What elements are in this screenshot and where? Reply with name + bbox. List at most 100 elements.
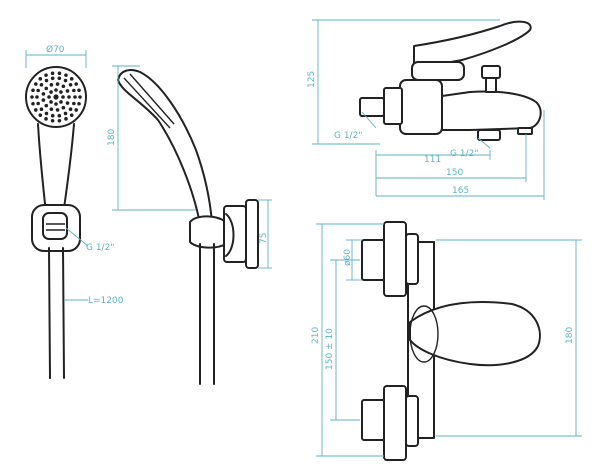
- nozzle-hole: [63, 78, 68, 83]
- top-joint: [405, 233, 419, 285]
- mixer-body: [399, 79, 443, 135]
- nozzle-hole: [61, 95, 65, 99]
- nozzle-hole: [44, 86, 49, 91]
- nozzle-hole: [78, 95, 82, 99]
- nozzle-hole: [50, 71, 55, 76]
- width-111-label: 111: [424, 155, 441, 165]
- nozzle-hole: [44, 78, 49, 83]
- mixer-lever: [413, 20, 532, 65]
- nozzle-hole: [44, 117, 48, 121]
- bottom-pipe: [361, 399, 387, 441]
- nozzle-hole: [53, 94, 59, 100]
- nozzle-hole: [57, 76, 62, 81]
- nozzle-hole: [54, 88, 58, 92]
- shower-outlet: [477, 129, 501, 141]
- nozzle-hole: [34, 108, 38, 112]
- bottom-joint: [405, 395, 419, 447]
- nozzle-hole: [73, 95, 77, 99]
- diverter-stem: [485, 77, 497, 93]
- nozzle-hole: [57, 118, 62, 123]
- handshower-side-view: 180 75: [107, 65, 272, 385]
- nozzle-hole: [74, 108, 78, 112]
- nozzle-hole: [61, 84, 66, 89]
- wall-plate: [245, 199, 259, 269]
- nozzle-hole: [50, 113, 55, 118]
- nozzle-hole: [38, 113, 43, 117]
- nozzle-hole: [49, 83, 54, 87]
- nozzle-hole: [64, 117, 68, 121]
- nozzle-hole: [65, 101, 70, 105]
- nozzle-hole: [77, 88, 81, 93]
- nozzle-hole: [50, 118, 55, 123]
- nozzle-hole: [55, 108, 60, 112]
- diverter-knob: [481, 65, 501, 79]
- nozzle-hole: [72, 88, 76, 93]
- nozzle-hole: [39, 107, 44, 112]
- wall-height-label: 210: [311, 327, 321, 344]
- lever-base: [411, 61, 465, 81]
- shower-holder-inner: [42, 212, 68, 240]
- holder-height-label: 75: [259, 233, 269, 244]
- outlet-thread-label: G 1/2": [450, 149, 478, 159]
- nozzle-hole: [44, 103, 49, 108]
- nozzle-hole: [63, 111, 68, 116]
- bottom-nut: [383, 385, 407, 461]
- aerator: [517, 127, 533, 135]
- head-diameter-label: Ø70: [46, 44, 65, 55]
- connector-diameter-label: ø60: [343, 249, 353, 266]
- mixer-height-label: 125: [307, 71, 317, 88]
- nozzle-hole: [64, 73, 68, 77]
- hose-left: [48, 247, 51, 379]
- nozzle-hole: [68, 107, 73, 112]
- lever-cap: [409, 305, 439, 363]
- inlet-nut: [383, 87, 403, 125]
- width-165-label: 165: [452, 186, 469, 196]
- nozzle-hole: [59, 90, 63, 94]
- nozzle-hole: [39, 82, 44, 87]
- handshower-front-view: Ø70 G 1/2" L=1200: [25, 44, 124, 379]
- nozzle-hole: [57, 71, 62, 76]
- nozzle-hole: [34, 82, 38, 86]
- nozzle-hole: [54, 102, 58, 106]
- nozzle-hole: [41, 92, 46, 96]
- side-holder-arm: [189, 215, 227, 249]
- nozzle-hole: [67, 95, 71, 99]
- nozzle-hole: [77, 101, 81, 106]
- nozzle-hole: [65, 89, 70, 93]
- nozzle-hole: [30, 95, 34, 99]
- spout: [441, 90, 542, 131]
- body-height-label: 180: [565, 327, 575, 344]
- shower-holder-bracket: [31, 204, 81, 252]
- shower-head-nozzles: [30, 71, 82, 123]
- nozzle-hole: [49, 90, 53, 94]
- hose-length-label: L=1200: [88, 296, 124, 306]
- nozzle-hole: [69, 113, 74, 117]
- top-nut: [383, 221, 407, 297]
- nozzle-hole: [50, 76, 55, 81]
- nozzle-hole: [31, 101, 35, 106]
- nozzle-hole: [44, 111, 49, 116]
- nozzle-hole: [69, 77, 74, 81]
- nozzle-hole: [35, 95, 39, 99]
- centers-label: 150 ± 10: [325, 328, 335, 370]
- handshower-length-label: 180: [107, 129, 117, 146]
- mixer-side-view: 125 G 1/2" G 1/2" 111 150 165: [307, 19, 545, 200]
- nozzle-hole: [38, 77, 43, 81]
- front-lever: [409, 300, 541, 367]
- inlet-thread-label: G 1/2": [334, 131, 362, 141]
- nozzle-hole: [49, 107, 54, 111]
- nozzle-hole: [47, 95, 51, 99]
- width-150-label: 150: [446, 168, 463, 178]
- nozzle-hole: [59, 100, 63, 104]
- nozzle-hole: [57, 113, 62, 118]
- nozzle-hole: [36, 101, 40, 106]
- nozzle-hole: [74, 82, 78, 86]
- handshower-side-body: [117, 69, 213, 225]
- top-pipe: [361, 239, 387, 281]
- nozzle-hole: [41, 98, 46, 102]
- holder-thread-label: G 1/2": [86, 243, 114, 253]
- nozzle-hole: [49, 100, 53, 104]
- nozzle-hole: [72, 101, 76, 106]
- nozzle-hole: [61, 105, 66, 110]
